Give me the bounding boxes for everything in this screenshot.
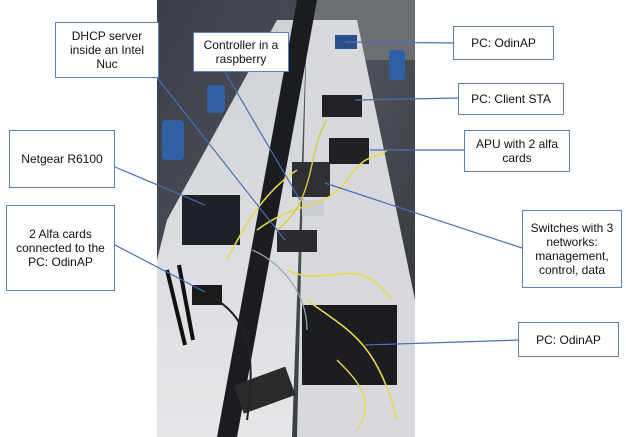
leader-alfa (114, 244, 206, 293)
callout-apu: APU with 2 alfa cards (464, 130, 570, 172)
leader-netgear (114, 166, 206, 206)
alfa-cards (192, 285, 222, 305)
intel-nuc (277, 230, 317, 252)
callout-pc-odinap-top-text: PC: OdinAP (471, 36, 536, 50)
callout-pc-odinap-top: PC: OdinAP (453, 26, 554, 60)
netgear-router (182, 195, 240, 245)
callout-switches-text: Switches with 3 networks: management, co… (530, 221, 614, 277)
chair-right (389, 50, 405, 80)
callout-pc-odinap-bottom: PC: OdinAP (518, 322, 619, 357)
callout-client-sta-text: PC: Client STA (471, 92, 551, 106)
callout-apu-text: APU with 2 alfa cards (475, 137, 559, 165)
client-sta-pc (322, 95, 362, 117)
callout-controller-text: Controller in a raspberry (203, 38, 279, 66)
leader-switches (324, 182, 523, 249)
callout-netgear: Netgear R6100 (9, 130, 115, 188)
lab-photo (157, 0, 415, 437)
leader-pc-odinap-bottom (364, 339, 521, 346)
leader-dhcp (154, 74, 286, 241)
leader-controller (224, 71, 301, 201)
callout-controller: Controller in a raspberry (193, 32, 289, 72)
callout-client-sta: PC: Client STA (458, 83, 564, 115)
callout-pc-odinap-bottom-text: PC: OdinAP (536, 332, 601, 347)
raspberry (302, 200, 324, 216)
leader-client-sta (354, 97, 459, 101)
callout-switches: Switches with 3 networks: management, co… (522, 210, 622, 288)
callout-alfa-cards-text: 2 Alfa cards connected to the PC: OdinAP (16, 227, 105, 269)
leader-pc-odinap-top (344, 41, 459, 44)
chair-left-2 (207, 85, 225, 113)
callout-netgear-text: Netgear R6100 (21, 152, 103, 166)
callout-dhcp: DHCP server inside an Intel Nuc (55, 22, 159, 78)
chair-left (162, 120, 184, 160)
callout-dhcp-text: DHCP server inside an Intel Nuc (69, 29, 145, 71)
callout-alfa-cards: 2 Alfa cards connected to the PC: OdinAP (6, 205, 115, 291)
apu-box (329, 138, 369, 164)
